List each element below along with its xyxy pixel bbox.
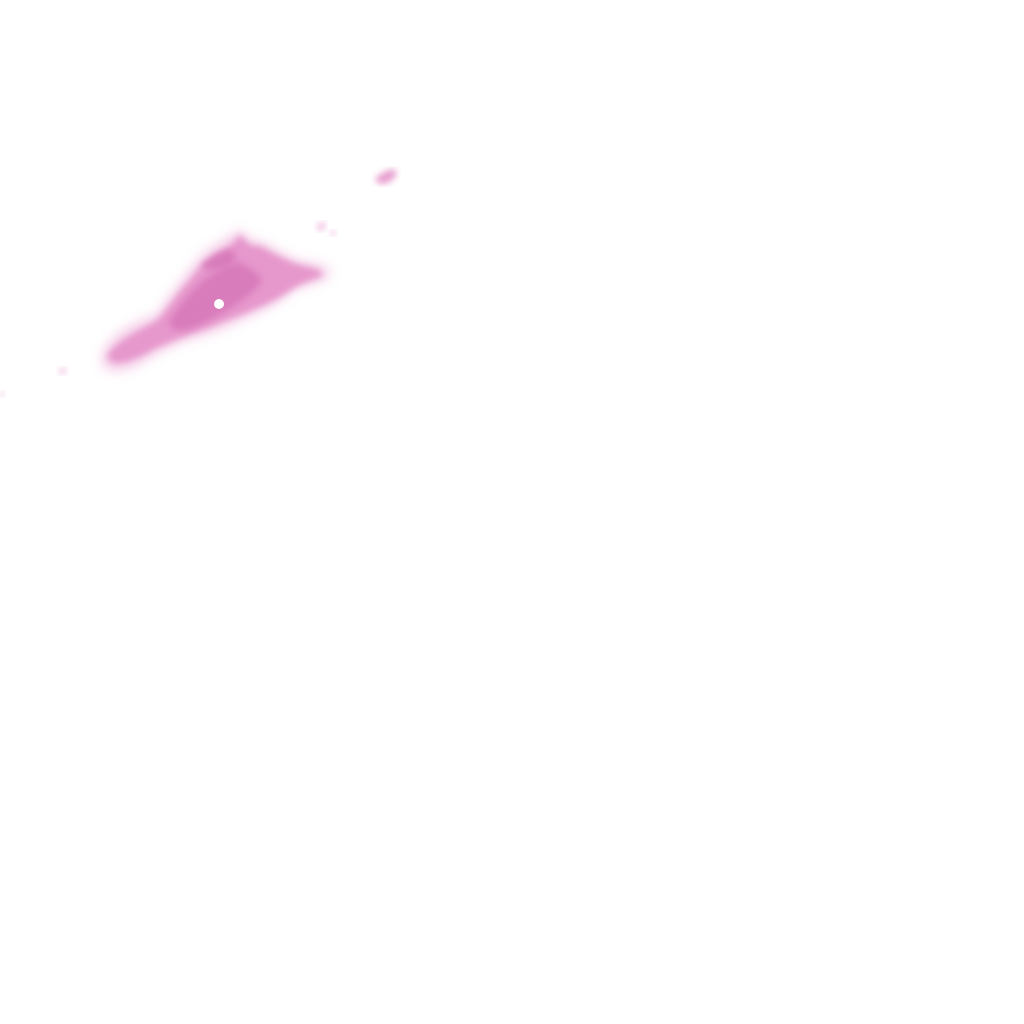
- pink-stain: [0, 169, 397, 397]
